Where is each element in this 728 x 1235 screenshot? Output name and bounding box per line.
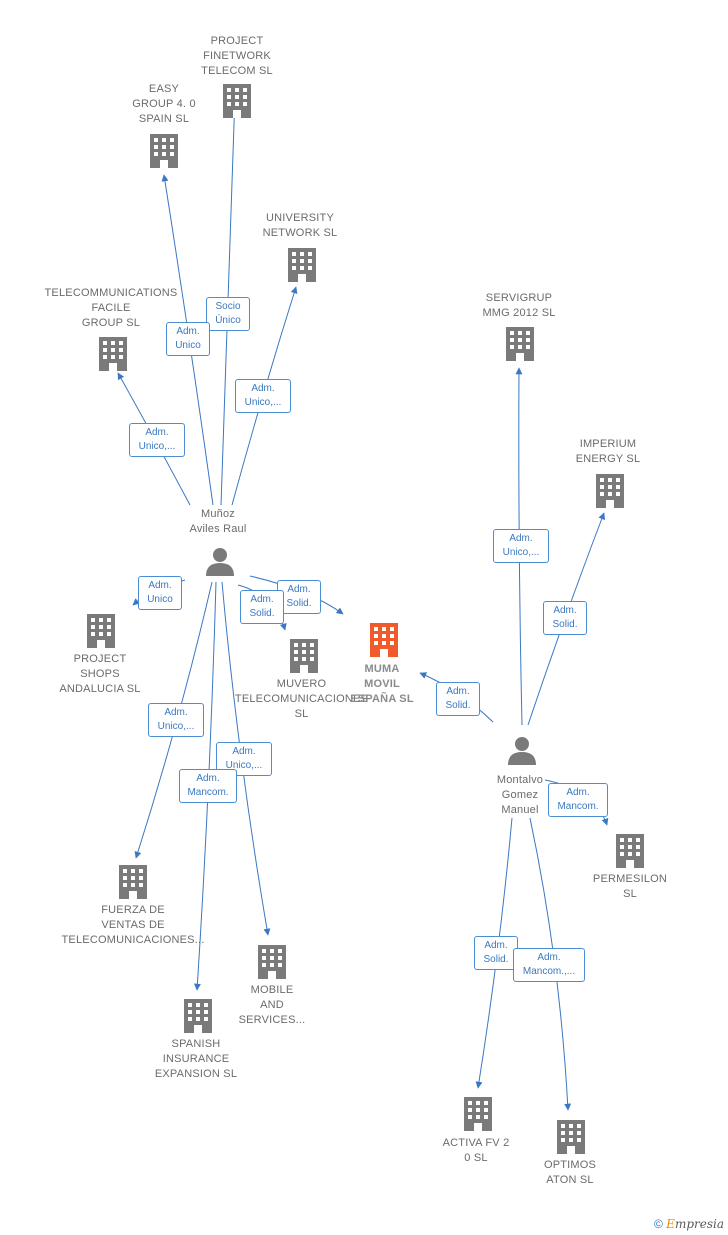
relation-badge[interactable]: Socio Único xyxy=(206,297,250,331)
relation-badge[interactable]: Adm. Unico xyxy=(166,322,210,356)
main-company-building-icon[interactable] xyxy=(370,623,398,657)
relation-badge[interactable]: Adm. Unico xyxy=(138,576,182,610)
building-icon[interactable] xyxy=(464,1097,492,1131)
building-icon[interactable] xyxy=(288,248,316,282)
building-icon[interactable] xyxy=(258,945,286,979)
building-icon[interactable] xyxy=(557,1120,585,1154)
company-label-easy-group[interactable]: EASY GROUP 4. 0 SPAIN SL xyxy=(132,83,196,125)
building-icon[interactable] xyxy=(150,134,178,168)
person-icon[interactable] xyxy=(508,737,536,765)
relation-badge[interactable]: Adm. Solid. xyxy=(277,580,321,614)
footer-brand[interactable]: © Empresia xyxy=(654,1217,724,1231)
building-icon[interactable] xyxy=(290,639,318,673)
relation-badge[interactable]: Adm. Unico,... xyxy=(235,379,291,413)
relation-badge[interactable]: Adm. Solid. xyxy=(474,936,518,970)
relation-badge[interactable]: Adm. Solid. xyxy=(543,601,587,635)
company-label-permesilon[interactable]: PERMESILON SL xyxy=(592,873,668,900)
company-label-university-network[interactable]: UNIVERSITY NETWORK SL xyxy=(262,212,338,239)
relation-badge[interactable]: Adm. Unico,... xyxy=(493,529,549,563)
company-label-project-shops[interactable]: PROJECT SHOPS ANDALUCIA SL xyxy=(59,653,141,695)
company-label-spanish[interactable]: SPANISH INSURANCE EXPANSION SL xyxy=(154,1038,238,1080)
company-label-muvero[interactable]: MUVERO TELECOMUNICACIONES SL xyxy=(234,678,369,720)
relation-badge[interactable]: Adm. Solid. xyxy=(240,590,284,624)
person-label-montalvo[interactable]: Montalvo Gomez Manuel xyxy=(496,774,544,816)
company-label-mobile[interactable]: MOBILE AND SERVICES... xyxy=(238,984,306,1026)
relation-badge[interactable]: Adm. Unico,... xyxy=(129,423,185,457)
relation-badge[interactable]: Adm. Mancom. xyxy=(548,783,608,817)
building-icon[interactable] xyxy=(506,327,534,361)
copyright-icon: © xyxy=(653,1217,663,1231)
company-label-fuerza[interactable]: FUERZA DE VENTAS DE TELECOMUNICACIONES..… xyxy=(61,904,205,946)
company-label-imperium[interactable]: IMPERIUM ENERGY SL xyxy=(575,438,641,465)
company-label-telecom-facile[interactable]: TELECOMMUNICATIONS FACILE GROUP SL xyxy=(44,287,178,329)
building-icon[interactable] xyxy=(616,834,644,868)
company-label-optimos[interactable]: OPTIMOS ATON SL xyxy=(543,1159,597,1186)
company-label-project-finetwork[interactable]: PROJECT FINETWORK TELECOM SL xyxy=(201,35,273,77)
company-label-muma-main[interactable]: MUMA MOVIL ESPAÑA SL xyxy=(350,663,414,705)
building-icon[interactable] xyxy=(184,999,212,1033)
building-icon[interactable] xyxy=(99,337,127,371)
person-icon[interactable] xyxy=(206,548,234,576)
company-label-activa[interactable]: ACTIVA FV 2 0 SL xyxy=(442,1137,510,1164)
building-icon[interactable] xyxy=(596,474,624,508)
relation-badge[interactable]: Adm. Mancom. xyxy=(179,769,237,803)
company-label-servigrup[interactable]: SERVIGRUP MMG 2012 SL xyxy=(482,292,556,319)
relation-badge[interactable]: Adm. Solid. xyxy=(436,682,480,716)
brand-logo: Empresia xyxy=(666,1217,724,1231)
building-icon[interactable] xyxy=(87,614,115,648)
person-label-munoz[interactable]: Muñoz Aviles Raul xyxy=(189,508,247,535)
relation-badge[interactable]: Adm. Unico,... xyxy=(148,703,204,737)
building-icon[interactable] xyxy=(223,84,251,118)
building-icon[interactable] xyxy=(119,865,147,899)
relation-badge[interactable]: Adm. Mancom.,... xyxy=(513,948,585,982)
